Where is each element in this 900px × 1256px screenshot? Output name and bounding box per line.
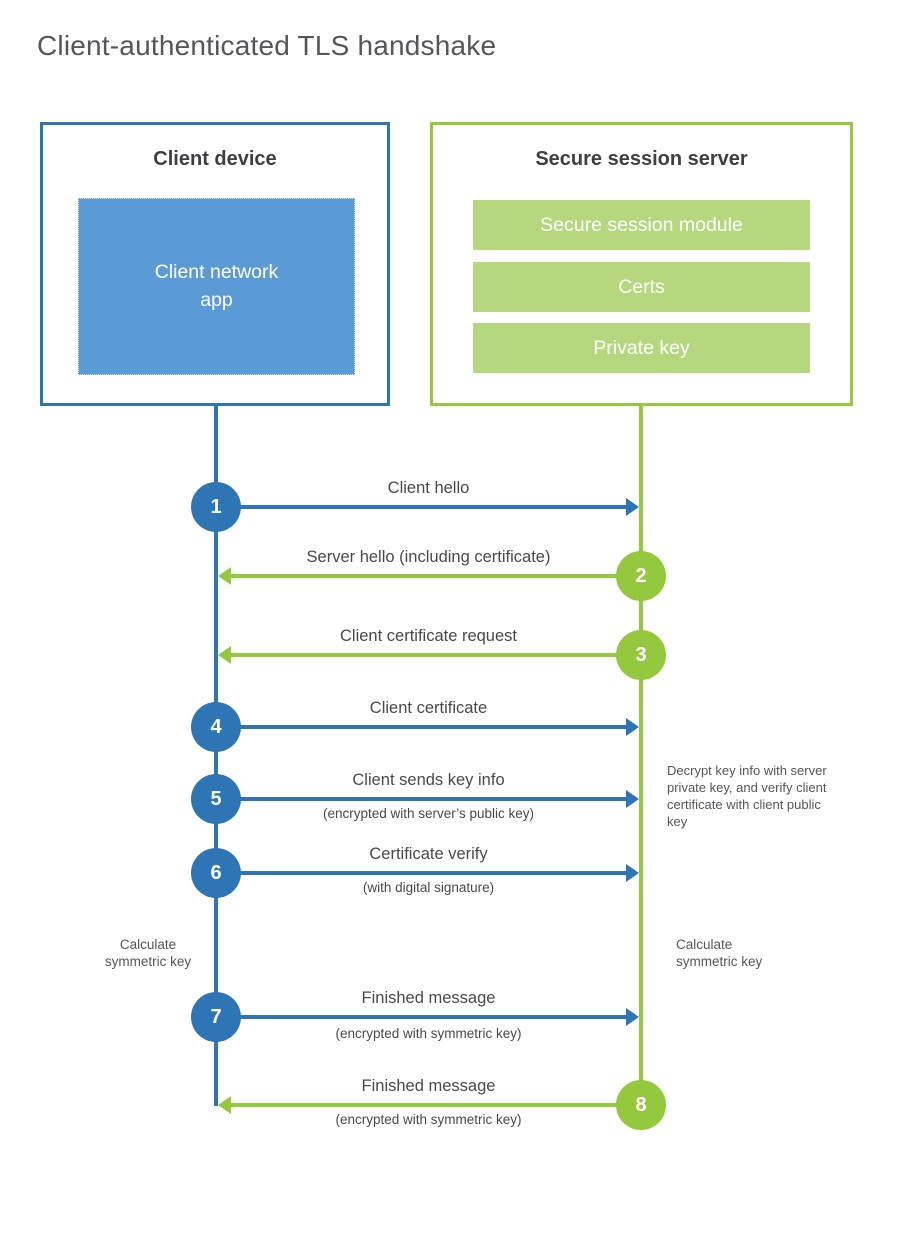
message-label-3: Client certificate request (340, 627, 517, 645)
message-label-2: Server hello (including certificate) (306, 548, 551, 566)
arrow-head-right-icon (626, 1008, 639, 1026)
arrow-line-7 (216, 1015, 627, 1019)
client-lifeline (214, 406, 218, 1106)
step-3-badge: 3 (616, 630, 666, 680)
client-device-header: Client device (153, 148, 277, 170)
page-title: Client-authenticated TLS handshake (37, 30, 497, 61)
client-network-app-block: Client network app (78, 198, 355, 375)
arrow-line-6 (216, 871, 627, 875)
server-module-private-key: Private key (473, 323, 810, 373)
arrow-line-1 (216, 505, 627, 509)
client-network-app-label: Client network app (154, 261, 279, 311)
arrow-head-right-icon (626, 718, 639, 736)
message-sublabel-6: (with digital signature) (362, 880, 495, 895)
decrypt-note: Decrypt key info with server private key… (667, 763, 827, 829)
message-sublabel-7: (encrypted with symmetric key) (335, 1026, 522, 1041)
message-sublabel-5: (encrypted with server’s public key) (322, 806, 535, 821)
message-label-7: Finished message (361, 989, 496, 1007)
step-7-badge: 7 (191, 992, 241, 1042)
message-label-1: Client hello (387, 479, 470, 497)
step-5-badge: 5 (191, 774, 241, 824)
arrow-head-left-icon (218, 1096, 231, 1114)
calculate-symmetric-key-right: Calculate symmetric key (676, 937, 763, 969)
arrow-line-2 (231, 574, 641, 578)
arrow-line-4 (216, 725, 627, 729)
arrow-line-8 (231, 1103, 641, 1107)
message-label-8: Finished message (361, 1077, 496, 1095)
arrow-head-right-icon (626, 498, 639, 516)
server-module-certs: Certs (473, 262, 810, 312)
step-1-badge: 1 (191, 482, 241, 532)
arrow-head-left-icon (218, 567, 231, 585)
arrow-head-right-icon (626, 790, 639, 808)
server-lifeline (639, 406, 643, 1105)
step-2-badge: 2 (616, 551, 666, 601)
calculate-symmetric-key-left: Calculate symmetric key (104, 937, 192, 969)
server-module-secure-session: Secure session module (473, 200, 810, 250)
message-sublabel-8: (encrypted with symmetric key) (335, 1112, 522, 1127)
step-8-badge: 8 (616, 1080, 666, 1130)
arrow-line-5 (216, 797, 627, 801)
message-label-4: Client certificate (369, 699, 488, 717)
step-6-badge: 6 (191, 848, 241, 898)
arrow-head-right-icon (626, 864, 639, 882)
message-label-6: Certificate verify (369, 845, 488, 863)
arrow-head-left-icon (218, 646, 231, 664)
step-4-badge: 4 (191, 702, 241, 752)
secure-session-server-header: Secure session server (535, 148, 748, 170)
arrow-line-3 (231, 653, 641, 657)
message-label-5: Client sends key info (352, 771, 505, 789)
